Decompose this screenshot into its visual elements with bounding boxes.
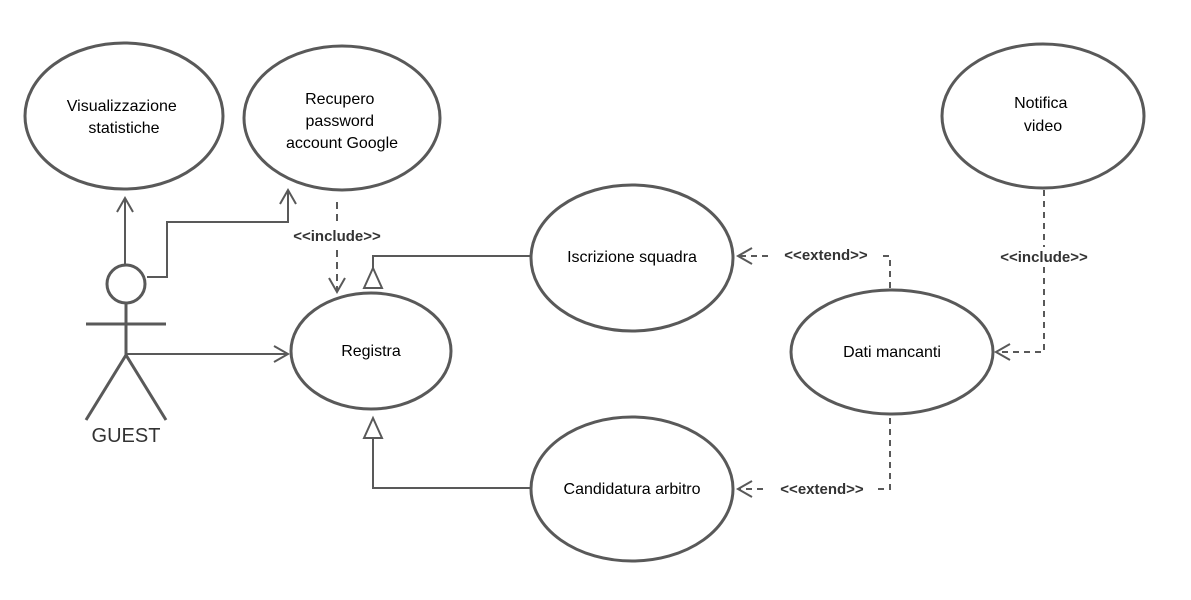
stereotype-extend-iscrizione: <<extend>> — [772, 245, 880, 265]
association-actor-registra — [127, 345, 291, 363]
actor-left-leg — [84, 354, 128, 421]
stereotype-include-notifica: <<include>> — [988, 247, 1100, 267]
uc-label-line: account Google — [286, 135, 398, 152]
actor-guest: GUEST — [84, 263, 168, 447]
uc-label-line: Notifica — [1014, 95, 1067, 112]
use-case-visualizzazione-statistiche: Visualizzazione statistiche — [23, 41, 225, 191]
uc-label-line: Visualizzazione — [67, 98, 177, 115]
stereotype-extend-candidatura: <<extend>> — [768, 478, 876, 498]
include-registra-recupero — [328, 202, 346, 295]
uc-label-line: statistiche — [88, 120, 159, 137]
use-case-notifica-video: Notifica video — [940, 42, 1146, 190]
use-case-recupero-password: Recupero password account Google — [242, 44, 442, 192]
association-actor-recupero — [147, 187, 297, 278]
actor-label: GUEST — [92, 425, 161, 447]
generalization-iscrizione-registra — [362, 255, 530, 289]
uc-label-line: Registra — [341, 343, 401, 360]
actor-head — [105, 263, 147, 305]
uc-label-line: Recupero — [305, 91, 374, 108]
use-case-registra: Registra — [289, 291, 453, 411]
extend-dati-candidatura — [735, 418, 891, 498]
uc-label-line: Dati mancanti — [843, 344, 941, 361]
extend-label: <<extend>> — [780, 481, 864, 498]
uc-label-line: video — [1024, 118, 1062, 135]
actor-right-leg — [124, 354, 168, 421]
uc-label-line: Iscrizione squadra — [567, 249, 697, 266]
association-actor-visualizzazione — [116, 195, 134, 265]
svg-text:Notifica video: Notifica video — [1014, 95, 1072, 135]
uc-label-line: Candidatura arbitro — [564, 481, 701, 498]
generalization-candidatura-registra — [362, 415, 530, 489]
uc-label-line: password — [306, 113, 374, 130]
use-case-dati-mancanti: Dati mancanti — [789, 288, 995, 416]
include-label: <<include>> — [1000, 249, 1088, 266]
use-case-candidatura-arbitro: Candidatura arbitro — [529, 415, 735, 563]
include-dati-notifica — [993, 190, 1045, 361]
svg-text:Recupero password: Recupero password account Google — [286, 91, 398, 152]
use-case-iscrizione-squadra: Iscrizione squadra — [529, 183, 735, 333]
include-label: <<include>> — [293, 228, 381, 245]
extend-label: <<extend>> — [784, 247, 868, 264]
stereotype-include-registra: <<include>> — [282, 226, 392, 246]
svg-text:Visualizzazione statisti: Visualizzazione statistiche — [67, 98, 181, 137]
